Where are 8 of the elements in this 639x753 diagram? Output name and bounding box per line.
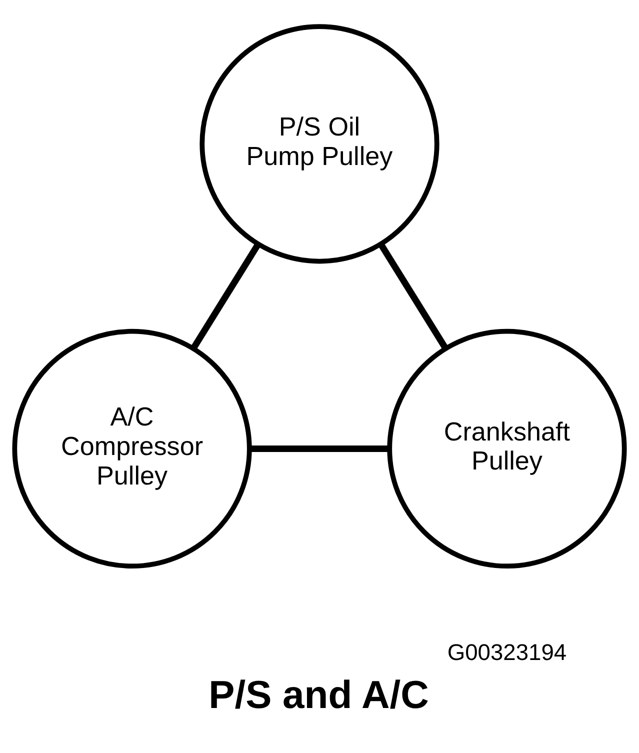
node-circle: P/S Oil Pump Pulley [200,24,440,264]
connector [378,242,448,350]
connector [250,444,390,452]
connector [190,242,261,350]
node-circle: Crankshaft Pulley [387,328,627,568]
label: G00323194 [447,638,567,665]
node-circle: A/C Compressor Pulley [12,328,252,568]
diagram-title: P/S and A/C [208,674,429,717]
